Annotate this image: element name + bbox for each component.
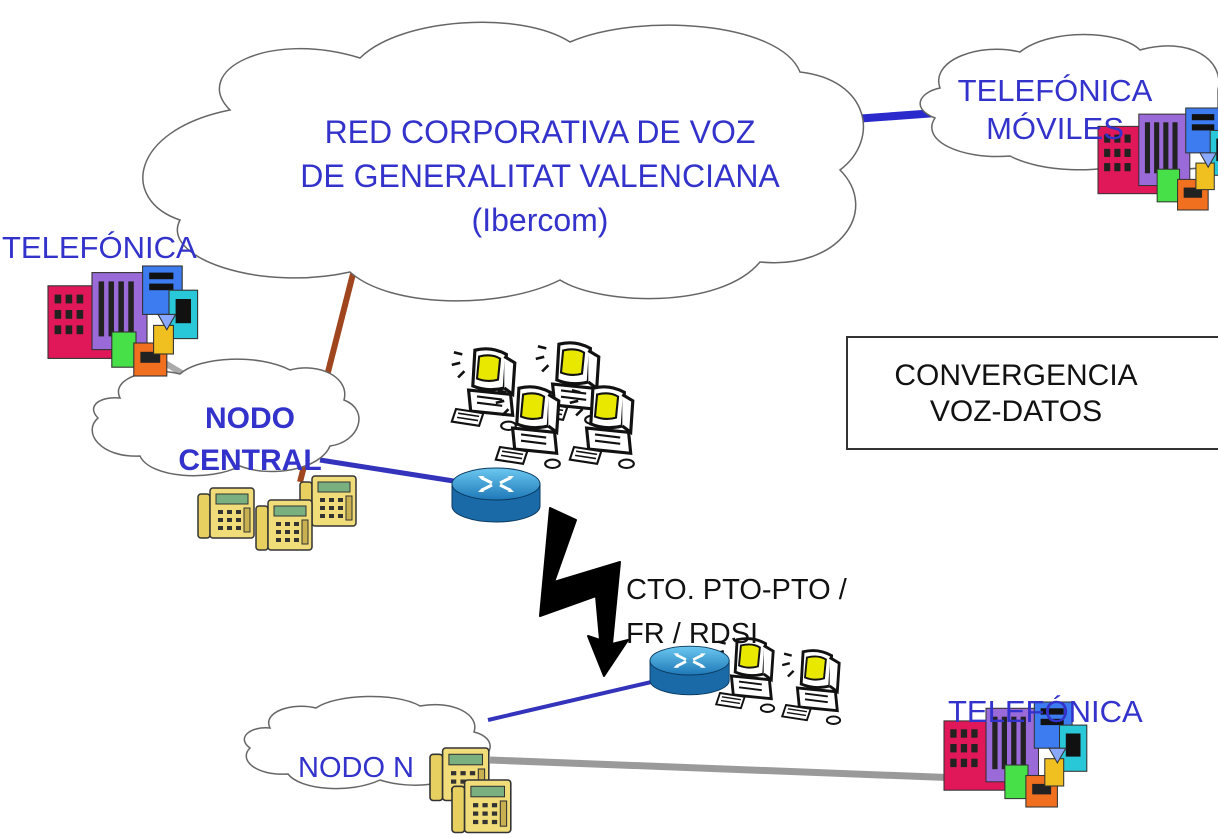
corporate-network-label-line-2: DE GENERALITAT VALENCIANA [300, 158, 780, 194]
wan-link-label-line-2: FR / RDSI [626, 618, 759, 650]
corporate-network-label-line-1: RED CORPORATIVA DE VOZ [324, 114, 756, 150]
wan-link-label: CTO. PTO-PTO / FR / RDSI [626, 568, 847, 656]
convergence-label-line-2: VOZ-DATOS [929, 395, 1103, 428]
corporate-network-cloud [142, 21, 865, 302]
noden-phone-2-icon [451, 779, 512, 834]
central-node-cloud [91, 358, 360, 477]
central-router-icon [450, 466, 542, 524]
corporate-network-label: RED CORPORATIVA DE VOZ DE GENERALITAT VA… [190, 110, 890, 242]
central-node-label-line-2: CENTRAL [178, 444, 322, 477]
corporate-network-label-line-3: (Ibercom) [471, 202, 609, 238]
remote-node-label: NODO N [298, 752, 414, 784]
mobile-operator-label-line-2: MÓVILES [986, 111, 1124, 146]
central-phone-3-icon [255, 499, 313, 551]
wan-link-label-line-1: CTO. PTO-PTO / [626, 574, 847, 606]
wan-lightning-icon [539, 507, 629, 677]
operator-right-label: TELEFÓNICA [948, 694, 1143, 729]
convergence-label-line-1: CONVERGENCIA [894, 359, 1138, 392]
mobile-operator-label-line-1: TELEFÓNICA [957, 73, 1153, 108]
remote-pc-2-icon [780, 649, 842, 726]
convergence-box [846, 336, 1218, 450]
convergence-label: CONVERGENCIA VOZ-DATOS [846, 358, 1186, 430]
mobile-operator-label: TELEFÓNICA MÓVILES [920, 72, 1190, 148]
operator-left-label: TELEFÓNICA [2, 230, 197, 265]
central-pc-1-icon [450, 347, 518, 432]
central-node-label: NODO CENTRAL [160, 398, 340, 482]
telefonica-building-left-icon [47, 265, 199, 377]
central-node-label-line-1: NODO [205, 402, 295, 435]
central-phone-1-icon [197, 487, 255, 539]
link-central-to-router [319, 457, 461, 485]
link-noden-to-telefonica [489, 756, 961, 782]
link-noden-to-router [487, 678, 661, 722]
